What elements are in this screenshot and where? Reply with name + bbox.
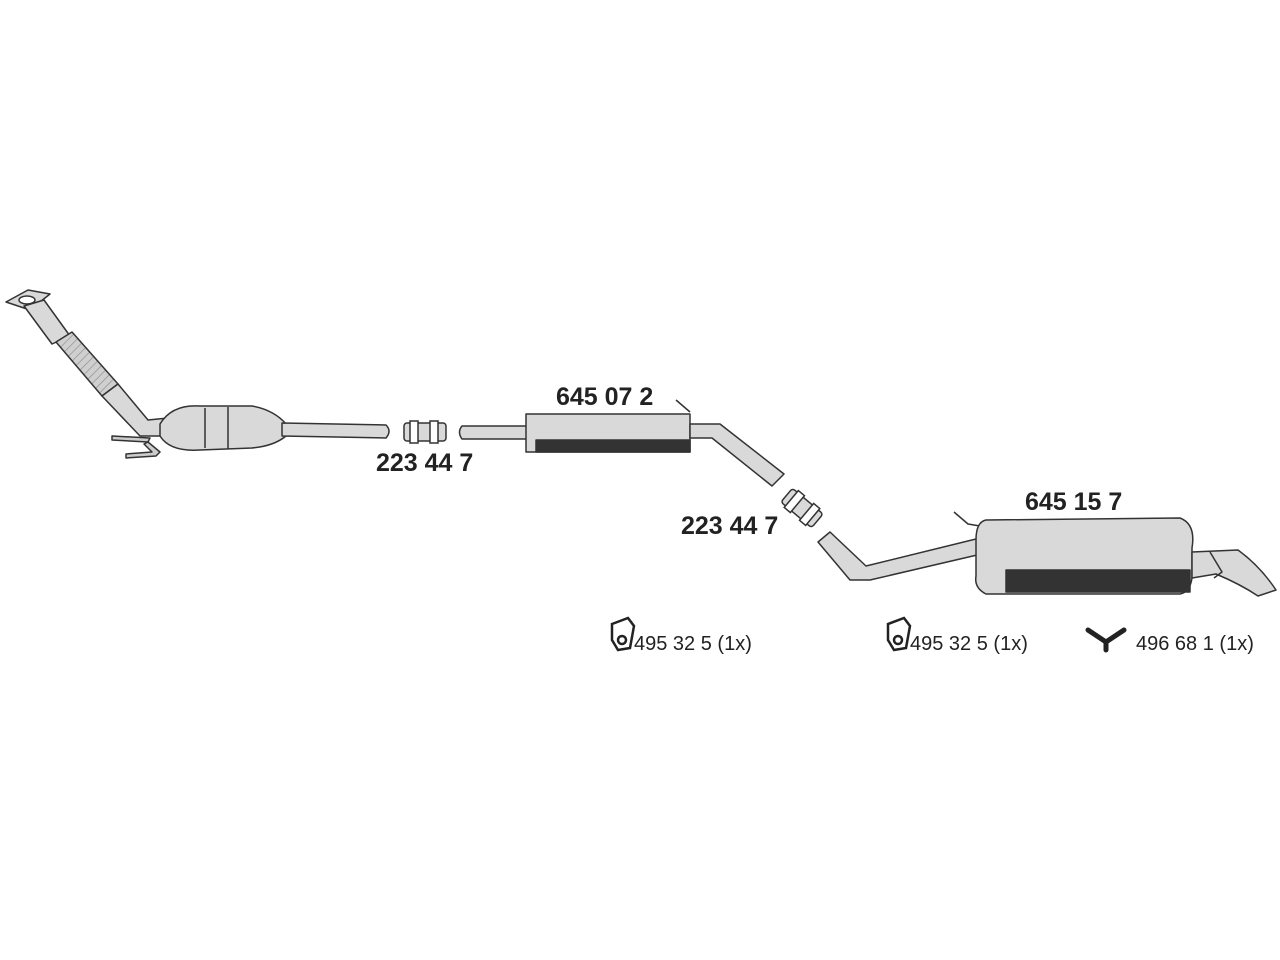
rear-silencer: [817, 511, 1277, 597]
clamp-part-number: 223 44 7: [376, 449, 474, 477]
hanger-rod: [953, 511, 981, 527]
accessory-qty: (1x): [717, 633, 752, 655]
bend-pipe: [101, 383, 169, 437]
hanger-icon: [610, 616, 636, 652]
hanger-part-number: 495 32 5 (1x): [634, 633, 752, 656]
rear-hanger: [1209, 551, 1223, 579]
outlet-pipe: [689, 423, 785, 487]
accessory-code: 495 32 5: [910, 633, 988, 655]
y-mount-icon: [1085, 627, 1127, 653]
pipe-clamp-2: [781, 488, 823, 528]
accessory-code: 495 32 5: [634, 633, 712, 655]
rear-silencer-part-number: 645 15 7: [1025, 488, 1123, 516]
inlet-pipe: [458, 425, 531, 440]
cat-outlet-pipe: [281, 422, 390, 439]
accessory-qty: (1x): [1219, 633, 1254, 655]
rear-inlet-pipe: [817, 531, 991, 581]
pre-catalyst-section: [55, 331, 119, 397]
hanger-icon: [886, 616, 912, 652]
accessory-code: 496 68 1: [1136, 633, 1214, 655]
hanger-part-number: 495 32 5 (1x): [910, 633, 1028, 656]
middle-silencer: [458, 399, 785, 487]
pipe-clamp-1: [403, 420, 447, 444]
hanger-rod: [675, 399, 691, 413]
middle-silencer-part-number: 645 07 2: [556, 383, 654, 411]
bracket: [111, 435, 151, 443]
clamp-part-number: 223 44 7: [681, 512, 779, 540]
catalytic-converter: [5, 289, 390, 459]
y-mount-part-number: 496 68 1 (1x): [1136, 633, 1254, 656]
catalyst-body: [159, 405, 287, 451]
tailpipe: [1191, 549, 1277, 597]
accessory-qty: (1x): [993, 633, 1028, 655]
